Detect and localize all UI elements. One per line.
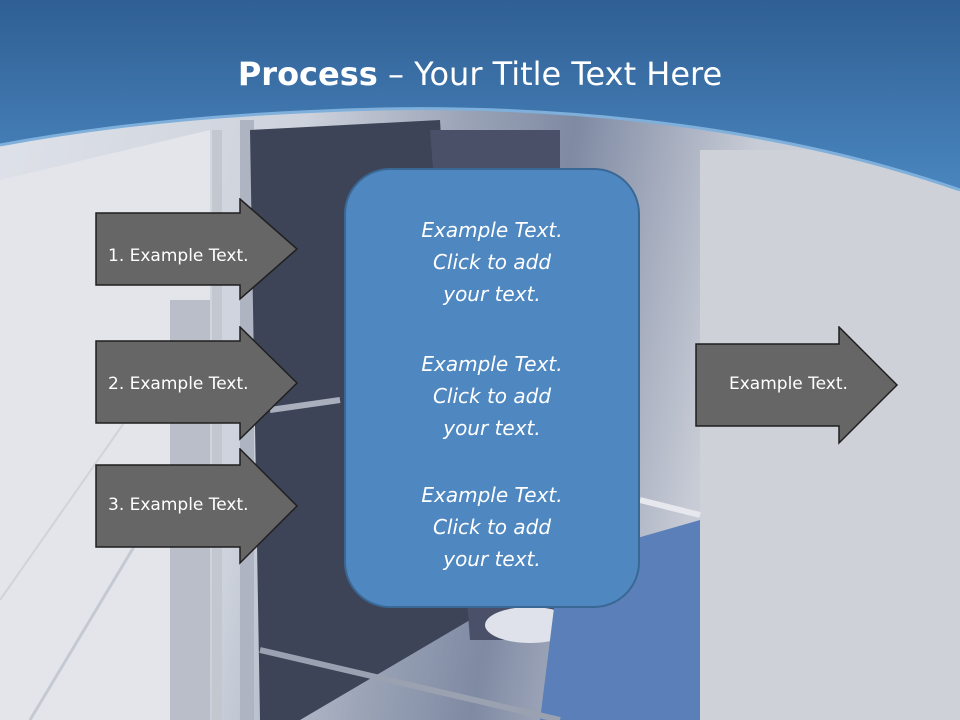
title-rest: – Your Title Text Here: [377, 55, 723, 93]
center-paragraph-1: Example Text. Click to add your text.: [346, 214, 638, 310]
left-arrow-1[interactable]: [95, 198, 300, 301]
slide-title: Process – Your Title Text Here: [0, 54, 960, 94]
center-paragraph-2-line-2: Click to add: [432, 384, 552, 408]
center-paragraph-2: Example Text. Click to add your text.: [346, 348, 638, 444]
left-arrow-3-label: 3. Example Text.: [108, 495, 249, 515]
center-text-box[interactable]: Example Text. Click to add your text. Ex…: [344, 168, 640, 608]
center-paragraph-3: Example Text. Click to add your text.: [346, 479, 638, 575]
left-arrow-2-label: 2. Example Text.: [108, 374, 249, 394]
right-arrow[interactable]: [695, 326, 900, 445]
header-band: [0, 0, 960, 192]
center-paragraph-1-line-3: your text.: [443, 282, 541, 306]
center-paragraph-3-line-1: Example Text.: [421, 483, 563, 507]
center-paragraph-3-line-2: Click to add: [432, 515, 552, 539]
left-arrow-2[interactable]: [95, 326, 300, 441]
center-paragraph-1-line-2: Click to add: [432, 250, 552, 274]
left-arrow-3[interactable]: [95, 448, 300, 565]
center-paragraph-3-line-3: your text.: [443, 547, 541, 571]
title-bold: Process: [237, 55, 378, 93]
center-paragraph-2-line-3: your text.: [443, 416, 541, 440]
center-paragraph-2-line-1: Example Text.: [421, 352, 563, 376]
left-arrow-1-label: 1. Example Text.: [108, 246, 249, 266]
right-arrow-label: Example Text.: [729, 374, 848, 394]
center-paragraph-1-line-1: Example Text.: [421, 218, 563, 242]
